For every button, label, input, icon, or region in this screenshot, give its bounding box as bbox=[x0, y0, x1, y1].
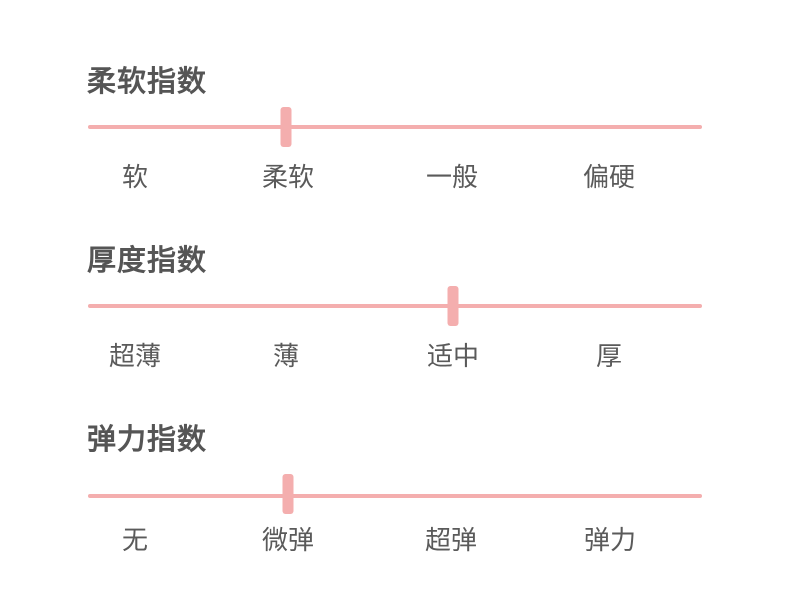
elasticity-title: 弹力指数 bbox=[87, 422, 208, 456]
thickness-option-thin[interactable]: 薄 bbox=[272, 342, 300, 372]
elasticity-option-none[interactable]: 无 bbox=[121, 526, 149, 556]
softness-option-firm[interactable]: 偏硬 bbox=[582, 163, 636, 193]
elasticity-slider-thumb[interactable] bbox=[282, 474, 294, 514]
softness-title: 柔软指数 bbox=[87, 64, 208, 98]
softness-option-medium-soft[interactable]: 柔软 bbox=[261, 163, 315, 193]
elasticity-option-elastic[interactable]: 弹力 bbox=[583, 526, 637, 556]
softness-slider-section: 柔软指数 软 柔软 一般 偏硬 bbox=[0, 64, 790, 244]
elasticity-slider-section: 弹力指数 无 微弹 超弹 弹力 bbox=[0, 422, 790, 602]
softness-slider-thumb[interactable] bbox=[280, 107, 292, 147]
elasticity-option-slight[interactable]: 微弹 bbox=[261, 526, 315, 556]
softness-option-normal[interactable]: 一般 bbox=[425, 163, 479, 193]
thickness-option-thick[interactable]: 厚 bbox=[595, 342, 623, 372]
elasticity-option-super[interactable]: 超弹 bbox=[424, 526, 478, 556]
thickness-slider-thumb[interactable] bbox=[447, 286, 459, 326]
thickness-option-ultra-thin[interactable]: 超薄 bbox=[108, 342, 162, 372]
elasticity-slider-track[interactable] bbox=[88, 494, 702, 498]
thickness-title: 厚度指数 bbox=[87, 243, 208, 277]
softness-slider-track[interactable] bbox=[88, 125, 702, 129]
softness-option-soft[interactable]: 软 bbox=[121, 163, 149, 193]
thickness-option-moderate[interactable]: 适中 bbox=[426, 342, 480, 372]
thickness-slider-section: 厚度指数 超薄 薄 适中 厚 bbox=[0, 243, 790, 423]
thickness-slider-track[interactable] bbox=[88, 304, 702, 308]
